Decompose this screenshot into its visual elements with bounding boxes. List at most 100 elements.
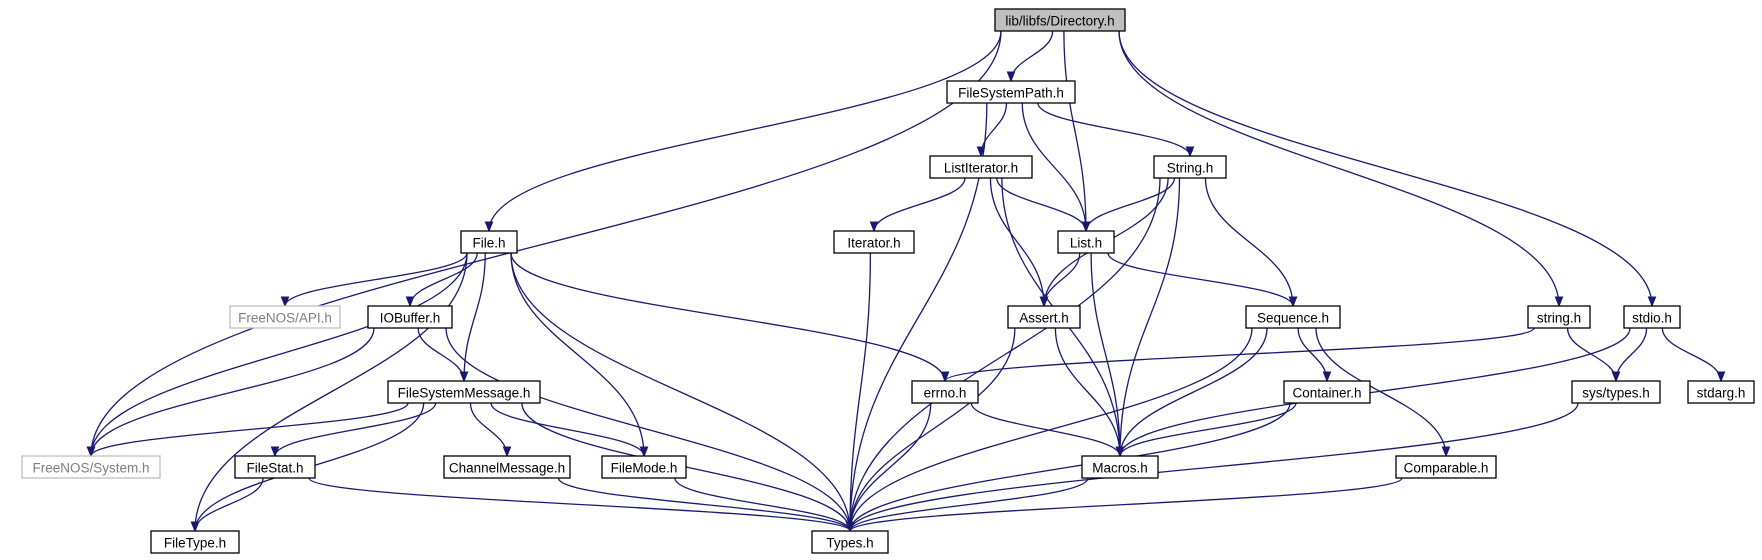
edge-assert_h-to-macros_h (1054, 327, 1121, 457)
arrowhead-string_cap_h-to-list_h (1081, 221, 1091, 233)
node-box-macros_h (1081, 455, 1159, 479)
node-assert_h[interactable]: Assert.h (1007, 305, 1081, 329)
edge-stdio_h-to-macros_h (1119, 327, 1631, 457)
edge-file_h-to-filemode_h (510, 252, 645, 457)
edge-comparable_h-to-types_h (849, 477, 1403, 532)
node-box-stdio_h (1623, 305, 1681, 329)
node-label-iobuffer_h: IOBuffer.h (380, 311, 441, 326)
node-filestat_h[interactable]: FileStat.h (234, 455, 316, 479)
node-box-filesystemmessage_h (387, 380, 541, 404)
edge-filemode_h-to-types_h (674, 477, 851, 532)
edge-directory_h-to-list_h (1063, 30, 1087, 232)
arrowhead-stdio_h-to-sys_types_h (1611, 371, 1621, 383)
edge-filestat_h-to-types_h (308, 477, 851, 532)
arrowhead-listiterator_h-to-iterator_h (869, 221, 879, 233)
edge-iobuffer_h-to-freenos_system_h (90, 327, 375, 457)
arrowhead-sequence_h-to-container_h (1322, 371, 1332, 383)
arrowhead-file_h-to-iobuffer_h (405, 296, 415, 308)
arrowhead-iobuffer_h-to-filesystemmessage_h (459, 371, 469, 383)
edge-assert_h-to-types_h (849, 327, 1016, 532)
node-box-types_h (811, 530, 889, 554)
edge-string_cap_h-to-types_h (849, 177, 1161, 532)
arrowhead-list_h-to-assert_h (1039, 296, 1049, 308)
node-label-string_cap_h: String.h (1167, 161, 1214, 176)
node-label-comparable_h: Comparable.h (1404, 461, 1489, 476)
arrowhead-string_lower_h-to-errno_h (940, 371, 950, 383)
edge-filesystempath_h-to-list_h (1021, 102, 1087, 232)
node-macros_h[interactable]: Macros.h (1081, 455, 1159, 479)
arrowhead-directory_h-to-string_lower_h (1554, 296, 1564, 308)
node-container_h[interactable]: Container.h (1283, 380, 1371, 404)
node-filesystemmessage_h[interactable]: FileSystemMessage.h (387, 380, 541, 404)
node-comparable_h[interactable]: Comparable.h (1395, 455, 1497, 479)
node-iobuffer_h[interactable]: IOBuffer.h (367, 305, 453, 329)
node-box-listiterator_h (929, 155, 1033, 179)
node-box-directory_h (994, 8, 1126, 32)
node-label-filesystempath_h: FileSystemPath.h (958, 86, 1064, 101)
node-filemode_h[interactable]: FileMode.h (601, 455, 687, 479)
arrowhead-container_h-to-macros_h (1115, 446, 1125, 458)
edge-string_lower_h-to-sys_types_h (1566, 327, 1617, 382)
edge-file_h-to-filetype_h (194, 252, 468, 532)
node-label-filestat_h: FileStat.h (246, 461, 303, 476)
node-stdarg_h[interactable]: stdarg.h (1687, 380, 1755, 404)
edge-errno_h-to-types_h (849, 402, 932, 532)
node-iterator_h[interactable]: Iterator.h (833, 230, 915, 254)
node-label-assert_h: Assert.h (1019, 311, 1069, 326)
edge-stdio_h-to-sys_types_h (1615, 327, 1648, 382)
edge-filesystemmessage_h-to-channelmessage_h (469, 402, 508, 457)
node-string_lower_h[interactable]: string.h (1527, 305, 1591, 329)
node-box-freenos_api_h (229, 305, 341, 329)
edge-file_h-to-filesystemmessage_h (463, 252, 486, 382)
arrowhead-sequence_h-to-comparable_h (1441, 446, 1451, 458)
node-label-errno_h: errno.h (924, 386, 967, 401)
node-box-sys_types_h (1571, 380, 1661, 404)
node-label-types_h: Types.h (826, 536, 873, 551)
node-label-sequence_h: Sequence.h (1257, 311, 1329, 326)
edge-container_h-to-types_h (849, 402, 1291, 532)
edge-sequence_h-to-macros_h (1119, 327, 1268, 457)
edge-list_h-to-macros_h (1090, 252, 1121, 457)
node-label-iterator_h: Iterator.h (847, 236, 900, 251)
node-filesystempath_h[interactable]: FileSystemPath.h (946, 80, 1076, 104)
node-errno_h[interactable]: errno.h (911, 380, 979, 404)
edge-string_cap_h-to-list_h (1085, 177, 1176, 232)
node-directory_h[interactable]: lib/libfs/Directory.h (994, 8, 1126, 32)
node-sys_types_h[interactable]: sys/types.h (1571, 380, 1661, 404)
arrowhead-filesystempath_h-to-listiterator_h (976, 146, 986, 158)
arrowhead-directory_h-to-file_h (484, 221, 494, 233)
edge-directory_h-to-freenos_system_h (90, 30, 1002, 457)
node-box-filestat_h (234, 455, 316, 479)
arrowhead-list_h-to-sequence_h (1288, 296, 1298, 308)
node-freenos_api_h[interactable]: FreeNOS/API.h (229, 305, 341, 329)
arrowhead-filesystemmessage_h-to-channelmessage_h (502, 446, 512, 458)
node-filetype_h[interactable]: FileType.h (150, 530, 240, 554)
edges-layer (86, 30, 1726, 533)
edge-sys_types_h-to-types_h (849, 402, 1579, 532)
edge-file_h-to-freenos_system_h (90, 252, 468, 457)
arrowhead-filestat_h-to-filetype_h (190, 521, 200, 533)
node-freenos_system_h[interactable]: FreeNOS/System.h (21, 455, 161, 479)
node-label-filemode_h: FileMode.h (611, 461, 678, 476)
node-string_cap_h[interactable]: String.h (1153, 155, 1227, 179)
node-box-errno_h (911, 380, 979, 404)
node-box-iterator_h (833, 230, 915, 254)
edge-iterator_h-to-types_h (849, 252, 872, 532)
node-file_h[interactable]: File.h (460, 230, 518, 254)
edge-directory_h-to-stdio_h (1118, 30, 1653, 307)
edge-list_h-to-sequence_h (1107, 252, 1294, 307)
node-list_h[interactable]: List.h (1057, 230, 1115, 254)
node-types_h[interactable]: Types.h (811, 530, 889, 554)
node-listiterator_h[interactable]: ListIterator.h (929, 155, 1033, 179)
node-label-freenos_api_h: FreeNOS/API.h (238, 311, 332, 326)
arrowhead-filesystemmessage_h-to-freenos_system_h (86, 446, 96, 458)
arrowhead-stdio_h-to-stdarg_h (1716, 371, 1726, 383)
edge-listiterator_h-to-list_h (996, 177, 1087, 232)
node-stdio_h[interactable]: stdio.h (1623, 305, 1681, 329)
node-channelmessage_h[interactable]: ChannelMessage.h (443, 455, 571, 479)
edge-directory_h-to-string_lower_h (1118, 30, 1560, 307)
node-box-container_h (1283, 380, 1371, 404)
node-sequence_h[interactable]: Sequence.h (1245, 305, 1341, 329)
edge-filesystemmessage_h-to-filestat_h (274, 402, 437, 457)
